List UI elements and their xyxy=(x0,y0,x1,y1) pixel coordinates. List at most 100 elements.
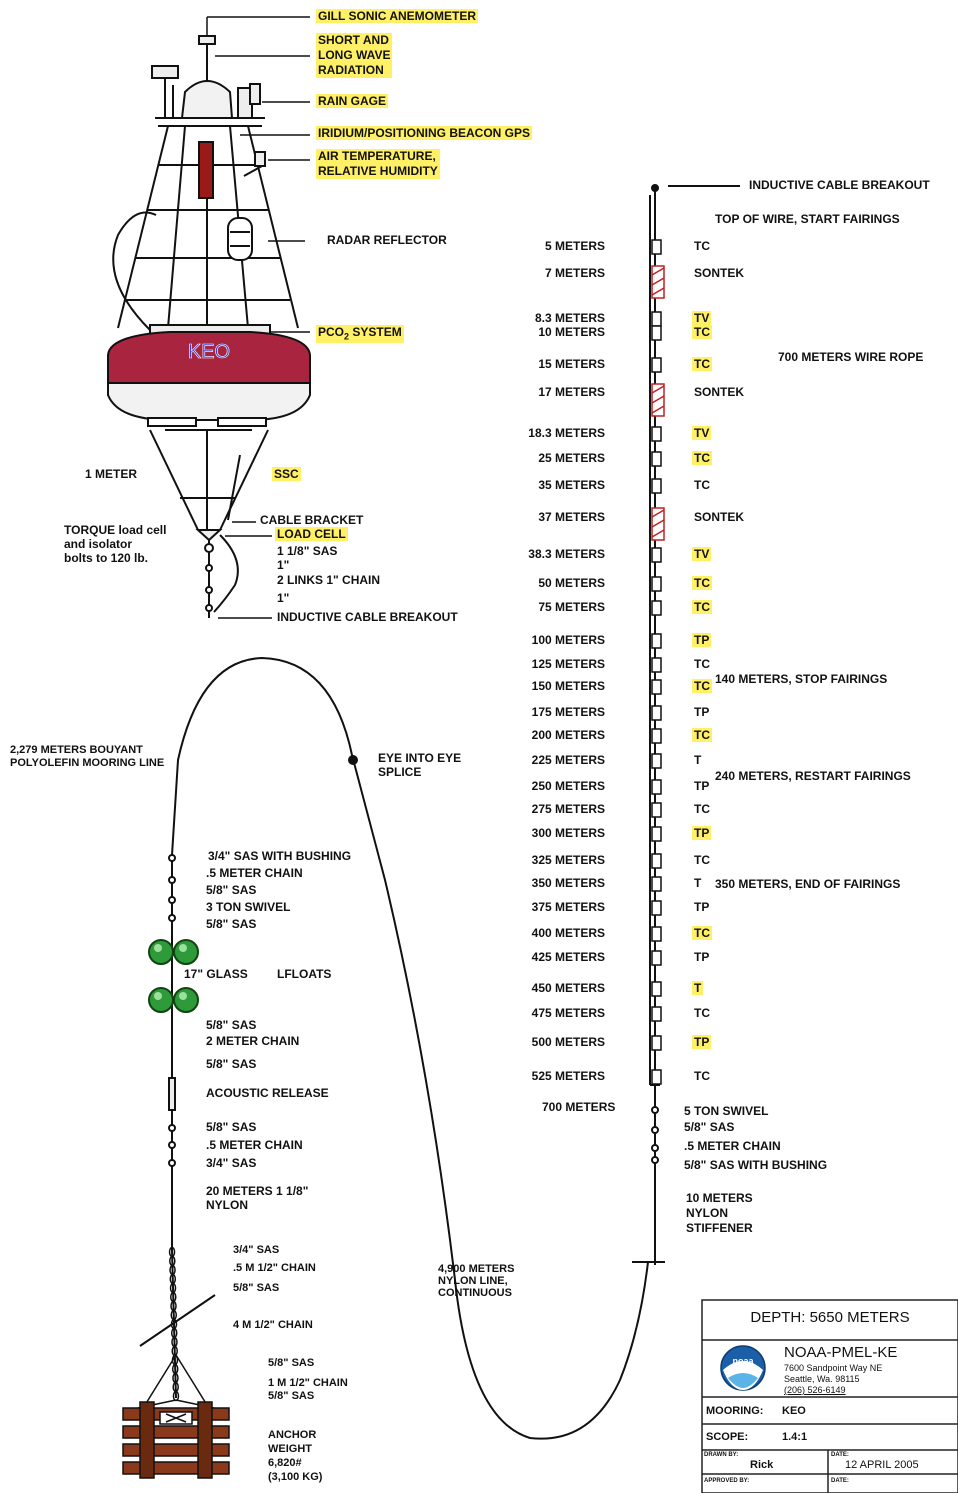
approved-label: APPROVED BY: xyxy=(704,1478,750,1484)
instrument-depth: 50 METERS xyxy=(538,576,605,590)
instrument-depth: 25 METERS xyxy=(538,451,605,465)
instrument-mark xyxy=(651,311,662,327)
instrument-type: TC xyxy=(692,576,712,590)
date-value: 12 APRIL 2005 xyxy=(845,1459,919,1471)
instrument-mark xyxy=(651,876,662,892)
instrument-mark xyxy=(651,576,662,592)
chain-hw-3: 5/8" SAS xyxy=(233,1282,280,1294)
label-end-fairings: 350 METERS, END OF FAIRINGS xyxy=(715,877,901,891)
instrument-depth: 10 METERS xyxy=(538,325,605,339)
label-wire-rope: 700 METERS WIRE ROPE xyxy=(778,350,924,364)
wire-instrument-marks xyxy=(651,239,662,1085)
label-load-cell: LOAD CELL xyxy=(275,527,348,541)
label-ssc: SSC xyxy=(272,467,301,481)
instrument-depth: 35 METERS xyxy=(538,478,605,492)
drawn-label: DRAWN BY: xyxy=(704,1452,739,1458)
instrument-depth: 250 METERS xyxy=(531,779,605,793)
label-torque: TORQUE load cell and isolator bolts to 1… xyxy=(64,523,166,565)
label-one-inch-a: 1" xyxy=(277,558,290,572)
instrument-type: TC xyxy=(692,451,712,465)
label-start-fairings: TOP OF WIRE, START FAIRINGS xyxy=(715,212,900,226)
title-block-frame xyxy=(701,1299,958,1493)
instrument-type: TC xyxy=(692,679,712,693)
wire-hw-1: 5 TON SWIVEL xyxy=(684,1104,769,1118)
mooring-label: MOORING: xyxy=(706,1405,764,1417)
sontek-marks xyxy=(651,265,665,541)
label-stop-fairings: 140 METERS, STOP FAIRINGS xyxy=(715,672,888,686)
instrument-type: TC xyxy=(694,802,710,816)
nylon20-line1: 20 METERS 1 1/8" xyxy=(206,1184,309,1198)
instrument-mark xyxy=(651,1006,662,1022)
label-airtemp-line2: RELATIVE HUMIDITY xyxy=(318,164,438,178)
eye-splice-line2: SPLICE xyxy=(378,765,422,779)
instrument-depth: 450 METERS xyxy=(531,981,605,995)
label-pco2-system: PCO2 SYSTEM xyxy=(316,325,404,344)
instrument-depth: 425 METERS xyxy=(531,950,605,964)
label-chain-4m: 4 M 1/2" CHAIN xyxy=(233,1319,313,1331)
instrument-mark xyxy=(651,451,662,467)
address-line1: 7600 Sandpoint Way NE xyxy=(784,1363,883,1373)
label-radiation-line3: RADIATION xyxy=(318,63,384,77)
label-air-temperature: AIR TEMPERATURE, RELATIVE HUMIDITY xyxy=(316,149,440,179)
label-nylon-20: 20 METERS 1 1/8" NYLON xyxy=(206,1184,308,1212)
instrument-type: TC xyxy=(692,926,712,940)
buoy-leader-lines xyxy=(206,16,310,619)
instrument-mark xyxy=(651,950,662,966)
label-airtemp-line1: AIR TEMPERATURE, xyxy=(318,149,436,163)
instrument-type: TC xyxy=(692,357,712,371)
date2-label: DATE: xyxy=(831,1478,849,1484)
instrument-mark xyxy=(651,478,662,494)
label-cable-bracket: CABLE BRACKET xyxy=(260,513,364,527)
pco2-text: PCO xyxy=(318,325,345,339)
pco2-rest: SYSTEM xyxy=(349,325,402,339)
label-rain-gage: RAIN GAGE xyxy=(316,94,389,108)
label-eye-splice: EYE INTO EYE SPLICE xyxy=(378,751,461,779)
instrument-mark xyxy=(651,779,662,795)
instrument-type: TP xyxy=(694,950,710,964)
label-radiation-line1: SHORT AND xyxy=(318,33,389,47)
instrument-depth: 100 METERS xyxy=(531,633,605,647)
label-upper-hardware: 3/4" SAS WITH BUSHING .5 METER CHAIN 5/8… xyxy=(206,848,351,933)
instrument-depth: 37 METERS xyxy=(538,510,605,524)
instrument-type: TC xyxy=(694,657,710,671)
anchor-line2: WEIGHT xyxy=(268,1443,312,1455)
instrument-type: T xyxy=(692,981,704,995)
anchor-line3: 6,820# xyxy=(268,1457,302,1469)
date-label: DATE: xyxy=(831,1452,849,1458)
wire-hw-2: 5/8" SAS xyxy=(684,1120,735,1134)
instrument-depth: 175 METERS xyxy=(531,705,605,719)
instrument-type: TP xyxy=(694,779,710,793)
instrument-mark xyxy=(651,1035,662,1051)
wire-hw-3: .5 METER CHAIN xyxy=(684,1139,781,1153)
buoy-bridle xyxy=(149,429,269,618)
nylon20-line2: NYLON xyxy=(206,1198,248,1212)
label-nylon-line: 4,900 METERS NYLON LINE, CONTINUOUS xyxy=(438,1263,514,1299)
instrument-depth: 500 METERS xyxy=(531,1035,605,1049)
label-lower-hardware: 5/8" SAS .5 METER CHAIN 3/4" SAS xyxy=(206,1118,303,1172)
depth-title: DEPTH: 5650 METERS xyxy=(750,1309,910,1326)
noaa-logo xyxy=(720,1345,766,1391)
instrument-mark xyxy=(651,547,662,563)
hull-name: KEO xyxy=(188,341,230,363)
label-radiation: SHORT AND LONG WAVE RADIATION xyxy=(316,33,393,78)
instrument-type: TC xyxy=(692,600,712,614)
instrument-mark xyxy=(651,426,662,442)
instrument-depth: 38.3 METERS xyxy=(528,547,605,561)
buoy-hull xyxy=(107,331,311,427)
instrument-type: TP xyxy=(694,900,710,914)
upper-hw-1: 3/4" SAS WITH BUSHING xyxy=(208,849,352,863)
label-radiation-line2: LONG WAVE xyxy=(318,48,391,62)
label-gill-anemometer: GILL SONIC ANEMOMETER xyxy=(316,9,479,23)
label-floats: LFLOATS xyxy=(277,967,332,981)
instrument-type: TP xyxy=(692,633,712,647)
label-restart-fairings: 240 METERS, RESTART FAIRINGS xyxy=(715,769,911,783)
org-address: 7600 Sandpoint Way NE Seattle, Wa. 98115… xyxy=(784,1363,882,1396)
torque-line2: and isolator xyxy=(64,537,133,551)
instrument-mark xyxy=(651,802,662,818)
address-line3: (206) 526-6149 xyxy=(784,1385,846,1395)
anchor-hw-1: 5/8" SAS xyxy=(268,1357,315,1369)
instrument-depth: 125 METERS xyxy=(531,657,605,671)
label-chain-hardware: 3/4" SAS .5 M 1/2" CHAIN 5/8" SAS xyxy=(233,1240,316,1298)
anchor-hw-2: 1 M 1/2" CHAIN xyxy=(268,1377,348,1389)
stiffener-line2: NYLON xyxy=(686,1206,728,1220)
